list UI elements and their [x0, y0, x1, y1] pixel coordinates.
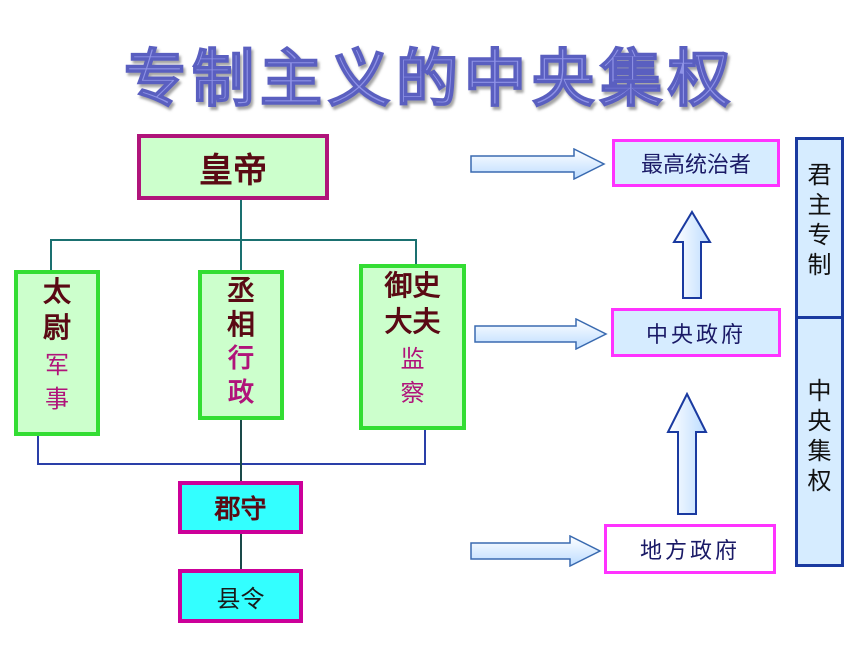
arrow-to-central-level: [474, 318, 608, 350]
official-box-chengxiang: 丞相 行政: [198, 270, 284, 420]
official-name-chengxiang: 丞相: [226, 274, 255, 341]
official-duty-yushidafu: 监察: [400, 345, 425, 407]
title-text: 专制主义的中央集权: [124, 42, 736, 115]
connector-left-drop: [50, 239, 52, 272]
connector-emperor-down: [240, 200, 242, 272]
connector-prefect-county: [240, 533, 242, 571]
side-centralization-label: 中央集权: [807, 377, 832, 495]
level-top-label: 最高统治者: [640, 153, 751, 178]
connector-bottom-left: [37, 430, 39, 465]
prefect-label: 郡守: [214, 495, 267, 525]
official-name-yushidafu: 御史大夫: [384, 269, 441, 338]
diagram-title: 专制主义的中央集权: [123, 41, 736, 116]
arrow-local-to-central: [666, 392, 708, 515]
connector-top-horizontal: [50, 239, 417, 241]
arrow-to-top-level: [470, 148, 606, 180]
level-central-label: 中央政府: [645, 322, 746, 348]
official-name-taiwei: 太尉: [42, 275, 71, 344]
connector-right-drop: [415, 239, 417, 266]
side-monarchy-label: 君主专制: [807, 161, 832, 279]
level-local-label: 地方政府: [639, 539, 740, 564]
official-box-taiwei: 太尉 军事: [14, 270, 100, 436]
level-top-box: 最高统治者: [612, 139, 780, 187]
emperor-label: 皇帝: [199, 150, 267, 191]
emperor-box: 皇帝: [137, 134, 329, 200]
connector-bottom-right: [424, 425, 426, 465]
level-local-box: 地方政府: [604, 524, 776, 574]
county-label: 县令: [216, 584, 265, 613]
connector-bottom-horizontal: [37, 463, 426, 465]
official-duty-chengxiang: 行政: [227, 344, 254, 408]
side-panel-divider: [795, 316, 844, 319]
arrow-central-to-top: [672, 210, 712, 299]
connector-middle-down: [240, 418, 242, 483]
side-panel: 君主专制 中央集权: [795, 137, 844, 567]
prefect-box: 郡守: [178, 481, 303, 534]
official-box-yushidafu: 御史大夫 监察: [359, 264, 466, 430]
arrow-to-local-level: [470, 535, 602, 567]
official-duty-taiwei: 军事: [45, 351, 69, 413]
level-central-box: 中央政府: [611, 308, 781, 357]
county-box: 县令: [178, 569, 303, 623]
